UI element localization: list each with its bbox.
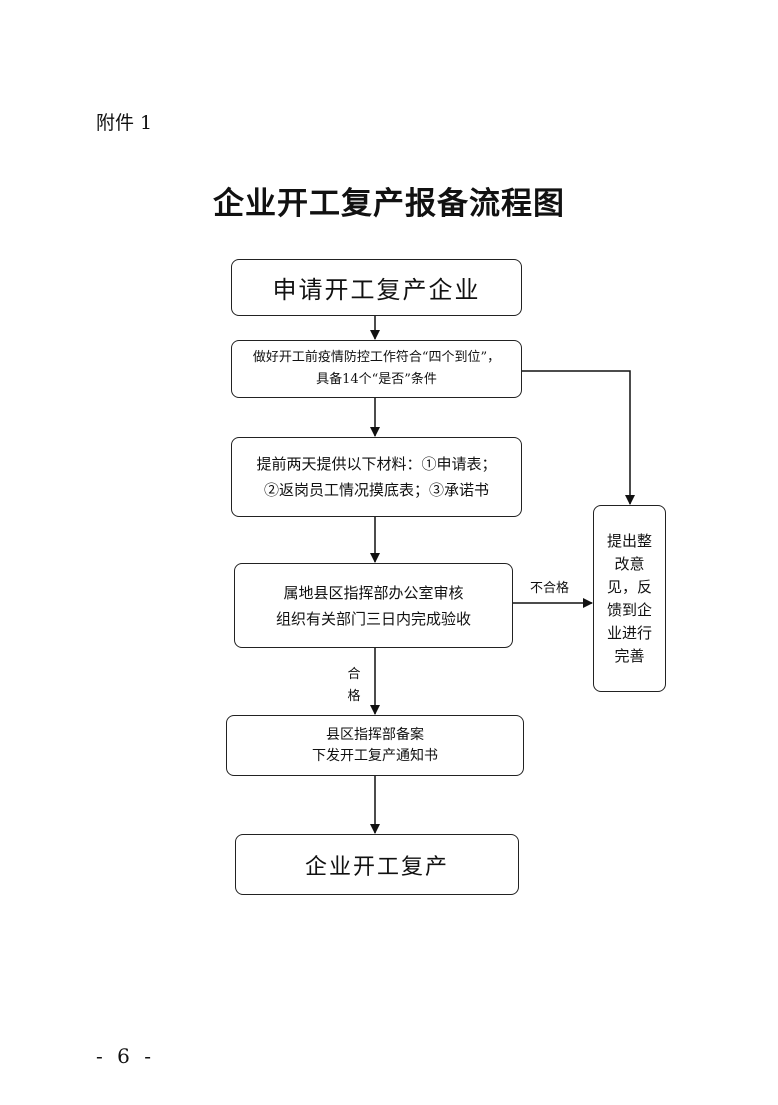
step-filing-notice: 县区指挥部备案 下发开工复产通知书 xyxy=(226,715,524,776)
page-title: 企业开工复产报备流程图 xyxy=(213,186,565,222)
label-pass: 合 格 xyxy=(346,664,362,708)
step-prevention-line-1: 做好开工前疫情防控工作符合“四个到位”， xyxy=(252,350,501,365)
step-review-line-1: 属地县区指挥部办公室审核 xyxy=(283,583,464,602)
arrow-step2-to-rectify xyxy=(522,370,635,505)
step-prevention-conditions: 做好开工前疫情防控工作符合“四个到位”， 具备14个“是否”条件 xyxy=(231,340,522,398)
step-filing-line-2: 下发开工复产通知书 xyxy=(312,747,438,764)
step-filing-line-1: 县区指挥部备案 xyxy=(326,726,424,743)
step-apply-company-text: 申请开工复产企业 xyxy=(272,276,481,304)
rectify-line-1: 提出整改意 xyxy=(606,531,652,573)
step-submit-materials: 提前两天提供以下材料：①申请表； ②返岗员工情况摸底表；③承诺书 xyxy=(231,437,522,517)
page-number: - 6 - xyxy=(96,1044,155,1068)
step-prevention-line-2: 具备14个“是否”条件 xyxy=(316,372,437,387)
step-materials-line-1: 提前两天提供以下材料：①申请表； xyxy=(256,455,497,473)
step-rectification-feedback: 提出整改意 见，反馈到企 业进行完善 xyxy=(593,505,666,692)
step-review-line-2: 组织有关部门三日内完成验收 xyxy=(275,609,471,628)
rectify-line-3: 业进行完善 xyxy=(606,623,652,665)
step-resume-production: 企业开工复产 xyxy=(235,834,519,895)
label-pass-char-1: 合 xyxy=(347,667,361,682)
step-resume-text: 企业开工复产 xyxy=(304,854,449,880)
attachment-label: 附件 1 xyxy=(96,112,153,134)
step-review-acceptance: 属地县区指挥部办公室审核 组织有关部门三日内完成验收 xyxy=(234,563,513,648)
label-pass-char-2: 格 xyxy=(347,689,361,704)
step-materials-line-2: ②返岗员工情况摸底表；③承诺书 xyxy=(263,481,489,499)
step-apply-company: 申请开工复产企业 xyxy=(231,259,522,316)
rectify-line-2: 见，反馈到企 xyxy=(606,577,652,619)
label-fail: 不合格 xyxy=(530,581,570,596)
